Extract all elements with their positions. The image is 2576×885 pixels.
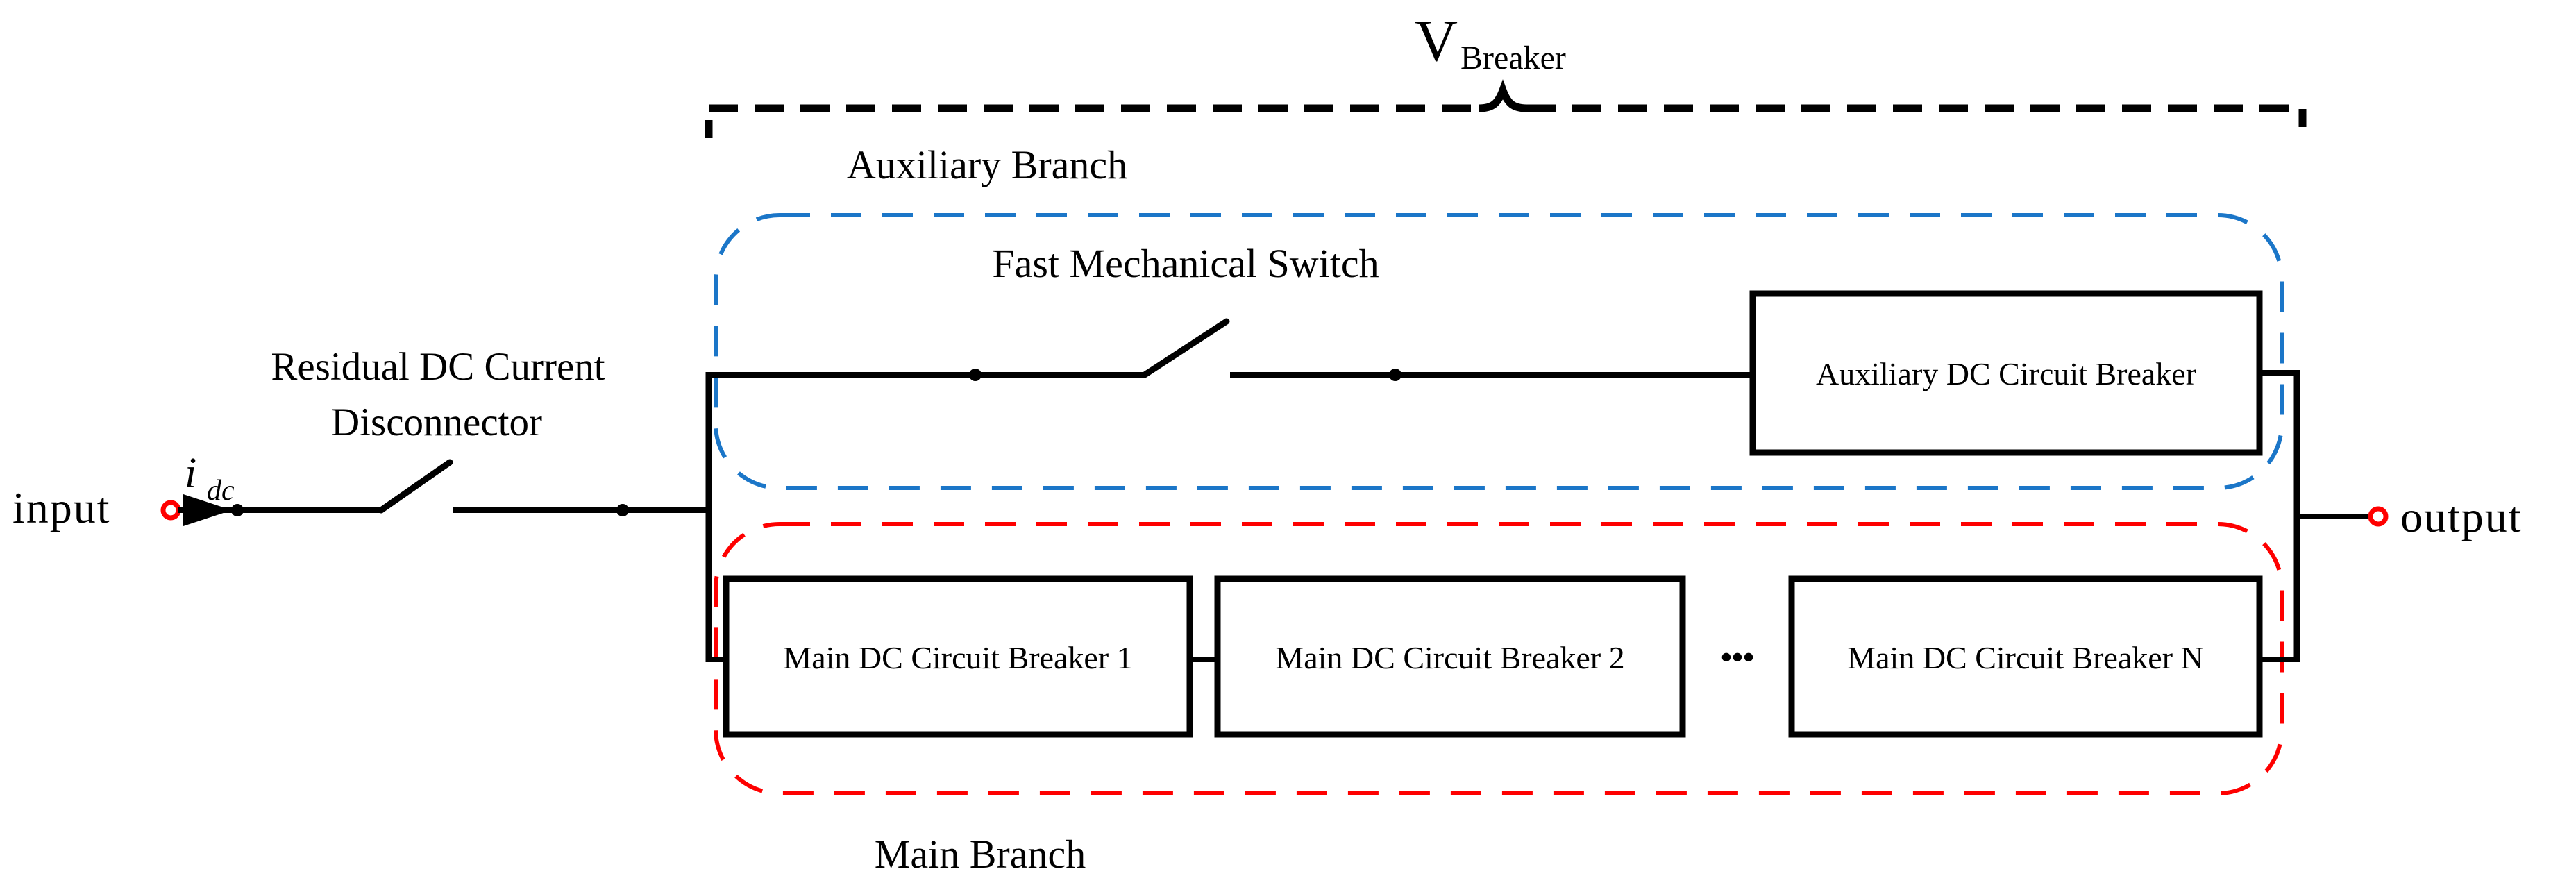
fast-mechanical-switch-blade: [1141, 318, 1230, 378]
current-label-base: i: [185, 450, 196, 497]
main-breaker-2-box: [1214, 575, 1686, 738]
junction-dot-input: [616, 504, 629, 516]
residual-disconnector-label-line2: Disconnector: [331, 401, 542, 444]
main-branch: Main DC Circuit Breaker 1 Main DC Circui…: [709, 575, 2297, 877]
output-terminal: [2368, 506, 2389, 527]
input-terminal: [160, 500, 181, 521]
voltage-brace-center-curl: [1479, 79, 1527, 112]
output-section: output: [2297, 492, 2523, 541]
input-label: input: [12, 483, 111, 532]
residual-disconnector-label-line1: Residual DC Current: [271, 345, 605, 389]
main-breaker-1-label: Main DC Circuit Breaker 1: [783, 640, 1132, 675]
auxiliary-branch-label: Auxiliary Branch: [847, 142, 1127, 187]
voltage-brace: [705, 79, 2307, 138]
junction-dot-aux-left: [969, 369, 982, 381]
junction-dot-aux-right: [1389, 369, 1401, 381]
main-breaker-ellipsis: •••: [1721, 639, 1754, 675]
auxiliary-branch: Auxiliary Branch Fast Mechanical Switch …: [709, 142, 2297, 456]
main-branch-label: Main Branch: [875, 832, 1086, 877]
input-section: input i dc Residual DC Current Disconnec…: [12, 345, 709, 532]
residual-disconnector-blade: [378, 459, 453, 514]
main-breaker-n-label: Main DC Circuit Breaker N: [1847, 640, 2204, 675]
voltage-label-subscript: Breaker: [1460, 40, 1566, 76]
junction-dot-arrow: [231, 504, 244, 516]
current-label-subscript: dc: [207, 475, 235, 507]
current-arrow-icon: [183, 494, 232, 526]
fast-mechanical-switch-label: Fast Mechanical Switch: [992, 241, 1379, 286]
voltage-label-base: V: [1415, 7, 1458, 74]
voltage-label: V Breaker: [1415, 7, 1566, 76]
auxiliary-branch-outline: [714, 213, 2284, 490]
auxiliary-breaker-label: Auxiliary DC Circuit Breaker: [1816, 356, 2196, 391]
output-label: output: [2400, 492, 2523, 541]
main-breaker-2-label: Main DC Circuit Breaker 2: [1275, 640, 1624, 675]
